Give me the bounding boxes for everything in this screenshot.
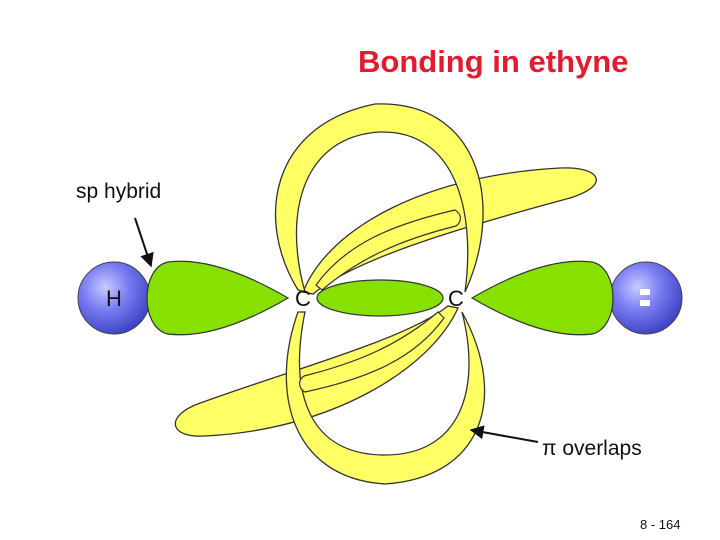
page-number: 8 - 164 (640, 517, 681, 532)
pi-strand-front-lower (299, 311, 445, 393)
sp-hybrid-orbitals (146, 260, 614, 336)
sp-sigma-overlap-center (316, 279, 444, 317)
pi-ring-front-strands (299, 209, 461, 393)
right-substituent-sphere (609, 261, 683, 335)
horizontal-pi-orbital-ring (174, 167, 597, 437)
pi-strand-front-upper (315, 209, 461, 291)
pi-lobe-back-upper-right (302, 167, 597, 295)
carbon-right-label: C (448, 286, 464, 311)
carbon-left-label: C (295, 286, 311, 311)
pi-lobe-upper (274, 103, 484, 293)
pi-lobe-back-lower-left (174, 305, 459, 437)
pi-overlaps-label: π overlaps (542, 437, 642, 461)
right-substituent-marker (640, 289, 650, 306)
pi-lobe-lower (285, 311, 486, 485)
pi-symbol: π (542, 437, 557, 460)
hydrogen-label: H (106, 286, 122, 311)
vertical-pi-orbital-ring (274, 103, 486, 485)
pi-overlaps-arrow (469, 425, 539, 443)
sp-orbital-left (146, 260, 290, 336)
sp-hybrid-label: sp hybrid (76, 180, 162, 203)
slide-title: Bonding in ethyne (358, 44, 629, 79)
sp-hybrid-arrow (134, 217, 154, 268)
sp-orbital-right (470, 260, 614, 336)
pi-overlaps-text: overlaps (556, 437, 642, 460)
